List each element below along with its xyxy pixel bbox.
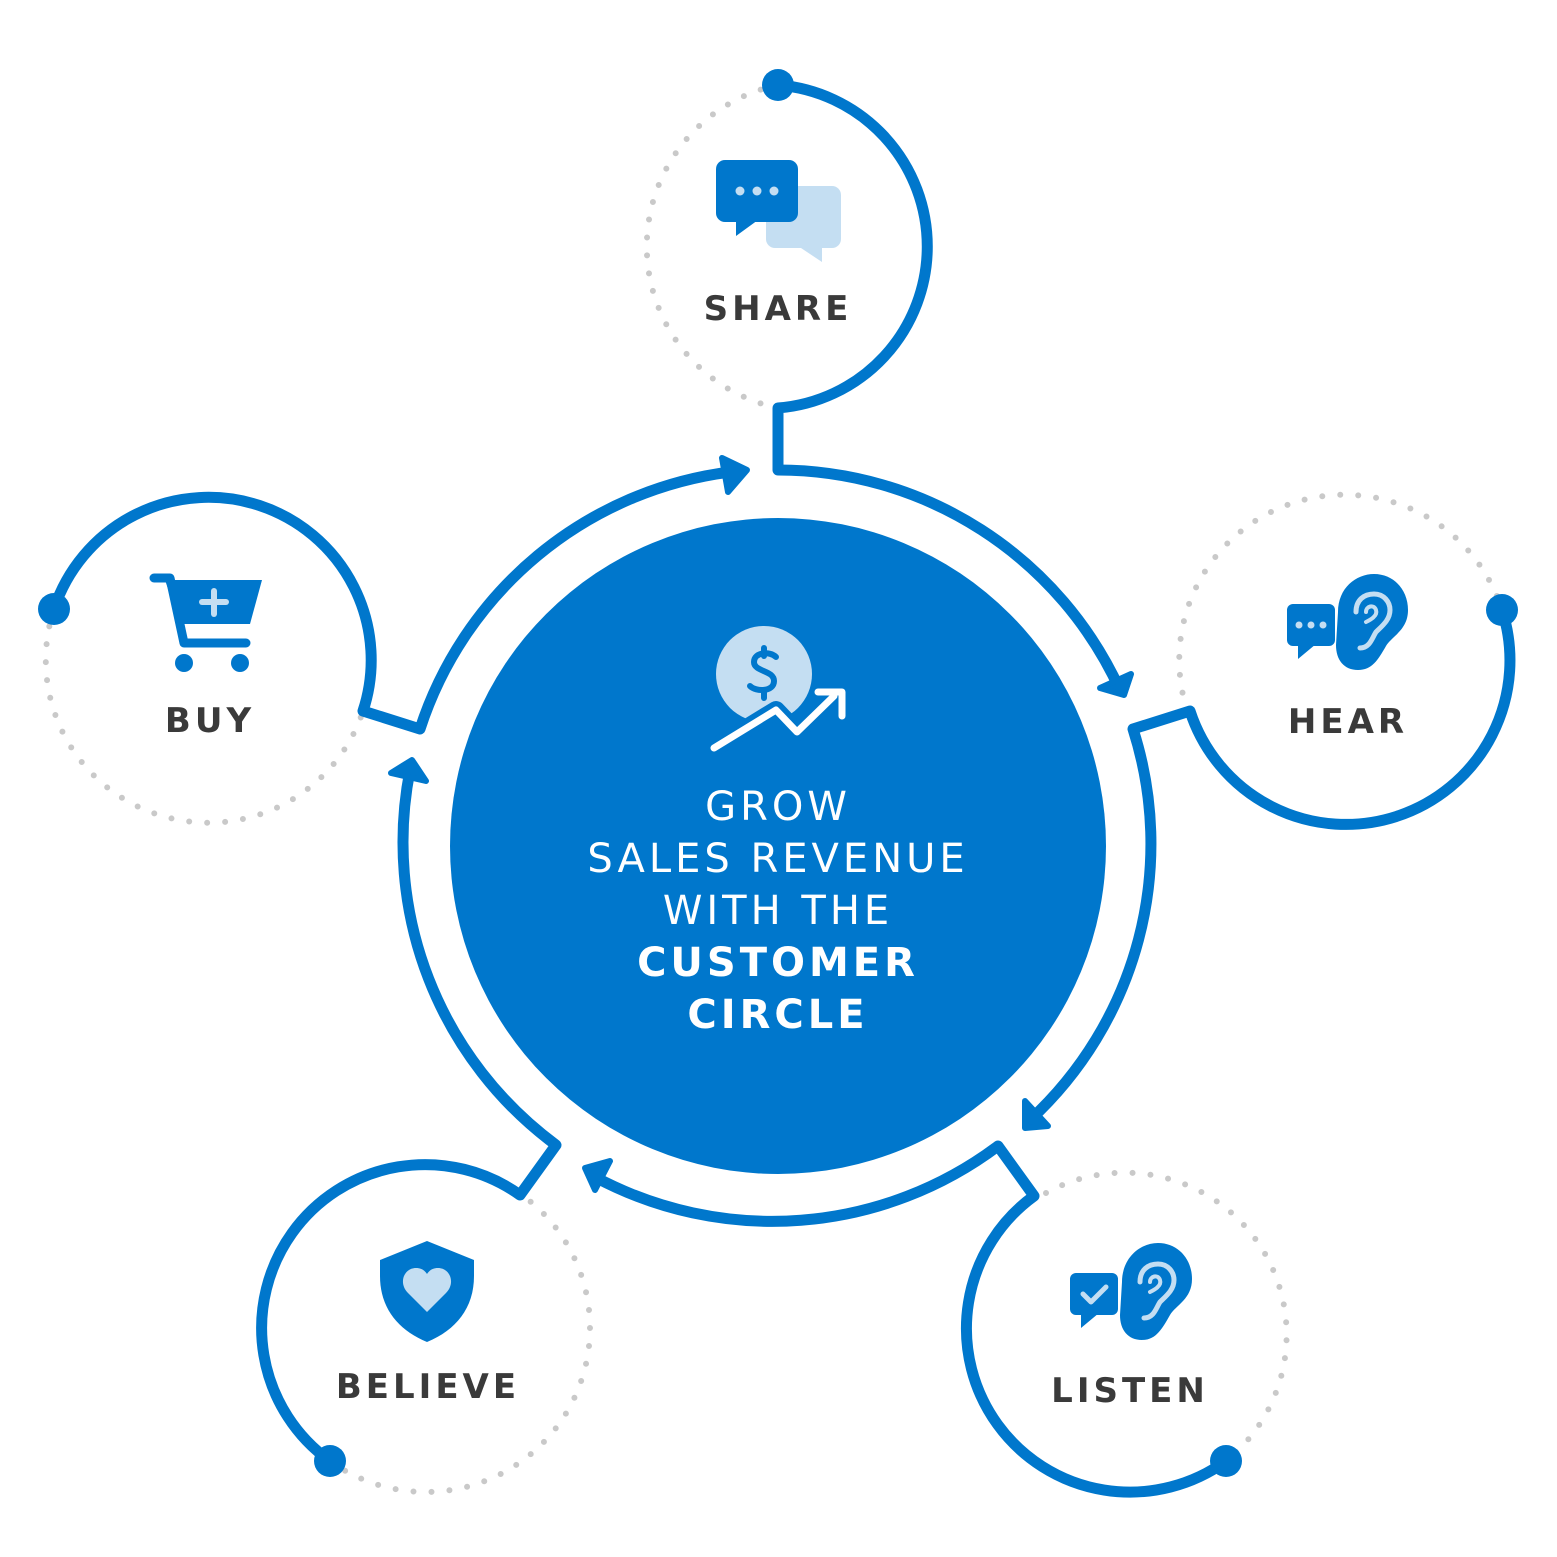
arrow-to-hear xyxy=(1097,671,1134,698)
share-dotted-arc xyxy=(643,82,781,411)
center-title-line: SALES REVENUE xyxy=(587,836,968,882)
buy-label: BUY xyxy=(165,701,255,741)
listen-dotted-arc xyxy=(1043,1169,1290,1464)
node-hear: HEAR xyxy=(1287,574,1408,742)
check-message-ear-icon xyxy=(1070,1243,1192,1340)
sales-growth-icon xyxy=(709,626,846,756)
buy-end-dot xyxy=(38,593,70,625)
node-believe: BELIEVE xyxy=(336,1241,520,1407)
center-title-line: WITH THE xyxy=(663,888,893,934)
hear-label: HEAR xyxy=(1288,702,1408,742)
center-title: GROW SALES REVENUE WITH THE CUSTOMER CIRCLE xyxy=(587,784,968,1038)
node-listen: LISTEN xyxy=(1051,1243,1209,1411)
arrow-to-believe xyxy=(582,1158,613,1193)
believe-end-dot xyxy=(314,1445,346,1477)
share-end-dot xyxy=(762,69,794,101)
center-title-line: CIRCLE xyxy=(687,992,868,1038)
hear-end-dot xyxy=(1486,594,1518,626)
arrow-to-share xyxy=(719,455,750,495)
hear-segment xyxy=(1024,604,1516,1126)
listen-segment xyxy=(589,1140,1232,1498)
believe-segment xyxy=(256,764,562,1467)
center-title-line: CUSTOMER xyxy=(637,940,919,986)
cycle-ring xyxy=(38,69,1518,1498)
listen-end-dot xyxy=(1210,1445,1242,1477)
believe-label: BELIEVE xyxy=(336,1367,520,1407)
listen-label: LISTEN xyxy=(1051,1371,1209,1411)
node-share: SHARE xyxy=(704,160,853,329)
shield-heart-icon xyxy=(380,1241,474,1342)
dotted-arcs xyxy=(42,82,1505,1496)
center-title-line: GROW xyxy=(705,784,851,830)
buy-segment xyxy=(48,466,736,735)
node-buy: BUY xyxy=(149,573,262,741)
arrow-to-buy xyxy=(388,757,429,784)
cart-add-icon xyxy=(149,573,262,672)
believe-dotted-arc xyxy=(327,1192,594,1496)
buy-dotted-arc xyxy=(42,606,366,826)
share-label: SHARE xyxy=(704,289,853,329)
center-disk xyxy=(450,518,1106,1174)
chat-bubbles-icon xyxy=(716,160,841,262)
chat-ear-icon xyxy=(1287,574,1408,670)
share-connector xyxy=(772,79,1126,696)
center-hub: GROW SALES REVENUE WITH THE CUSTOMER CIRCLE xyxy=(450,518,1106,1174)
arrow-to-listen xyxy=(1022,1098,1051,1131)
